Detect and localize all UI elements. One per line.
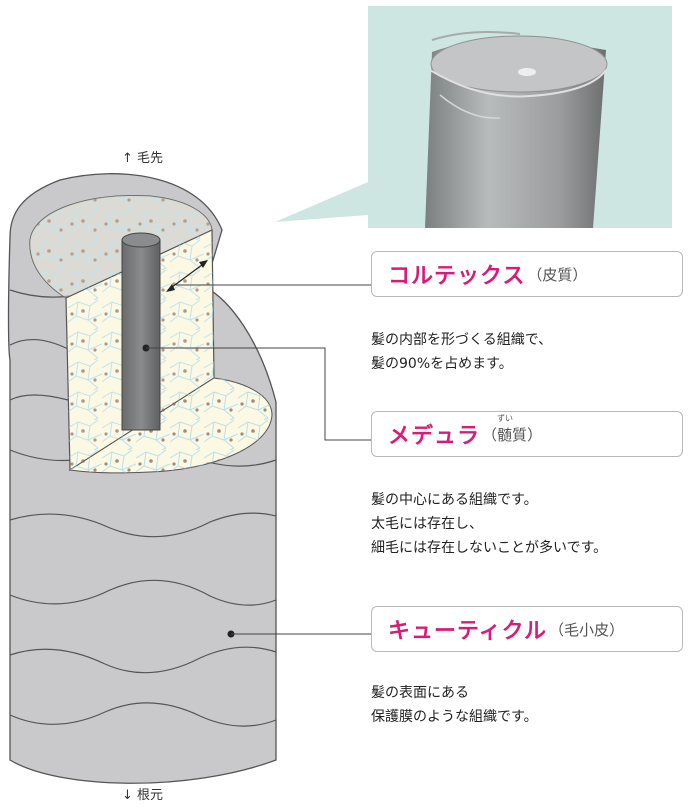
cortex-sub: （皮質） <box>527 265 588 284</box>
cortex-thickness-arrow <box>167 261 207 291</box>
cuticle-label-box: キューティクル （毛小皮） <box>371 606 683 652</box>
sem-hair-photo <box>275 6 672 228</box>
leader-lines <box>142 284 371 638</box>
medulla-sub: （ずい髄質） <box>482 413 543 444</box>
medulla-description: 髪の中心にある組織です。 太毛には存在し、 細毛には存在しないことが多いです。 <box>371 492 608 556</box>
cuticle-description: 髪の表面にある 保護膜のような組織です。 <box>371 685 538 725</box>
cuticle-name: キューティクル <box>388 619 548 644</box>
hair-tip-label: ↑ 毛先 <box>122 151 164 166</box>
cuticle-sub: （毛小皮） <box>549 620 625 639</box>
medulla-name: メデュラ <box>388 424 481 449</box>
medulla-label-box: メデュラ （ずい髄質） <box>371 411 683 457</box>
cortex-name: コルテックス <box>388 264 526 289</box>
medulla-core <box>121 232 161 431</box>
cortex-label-box: コルテックス （皮質） <box>371 251 683 297</box>
cortex-top-section <box>29 194 213 299</box>
cortex-description: 髪の内部を形づくる組織で、 髪の90%を占めます。 <box>371 332 553 372</box>
speech-callout <box>275 182 368 222</box>
hair-root-label: ↓ 根元 <box>122 788 164 803</box>
medulla-ruby: ずい <box>497 413 514 423</box>
